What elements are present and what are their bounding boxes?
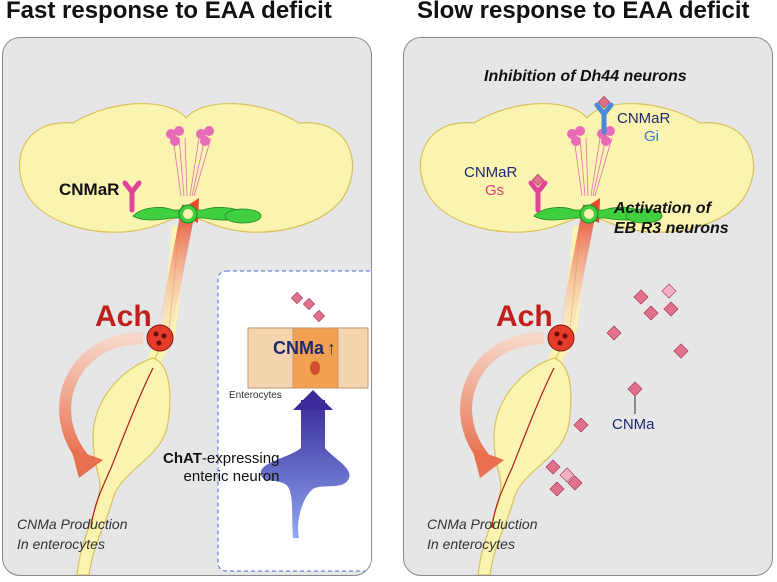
enteric-ganglion [146, 324, 174, 352]
gut-shape [477, 357, 572, 575]
gut-shape [76, 357, 171, 575]
left-panel-title: Fast response to EAA deficit [6, 0, 332, 24]
ach-curve-arrow [59, 332, 144, 462]
inset-cnma-label: CNMa↑ [273, 338, 336, 359]
right-production-line1: CNMa Production [427, 516, 538, 532]
receptor-y-icon [122, 180, 142, 213]
enteric-neuron-shape [260, 400, 350, 538]
cnma-label: CNMa [612, 416, 655, 433]
left-ach-label: Ach [95, 300, 152, 333]
increase-arrow-icon: ↑ [327, 338, 337, 358]
receptor-gi-icon [594, 102, 614, 135]
enteric-neuron-label-line2: enteric neuron [183, 468, 280, 485]
ellipsoid-body [132, 207, 262, 224]
right-panel-illustration [419, 95, 755, 575]
enteric-ganglion [547, 324, 575, 352]
gs-label: Gs [485, 182, 505, 199]
right-ach-label: Ach [496, 300, 553, 333]
chat-label: ChAT [163, 450, 202, 467]
right-panel-title: Slow response to EAA deficit [417, 0, 750, 24]
cnma-particles-inset [290, 291, 326, 323]
inset-cnma-text: CNMa [273, 338, 325, 358]
activation-label-line2: EB R3 neurons [614, 220, 729, 237]
enterocytes-label: Enterocytes [229, 390, 282, 401]
pink-neurons [172, 137, 212, 197]
left-panel: CNMaR Ach CNMa↑ Enterocytes ChAT-express… [2, 37, 372, 576]
cnma-particles [545, 283, 689, 497]
ach-up-arrow [559, 204, 597, 332]
enterocyte-cells [247, 327, 369, 389]
pink-neurons [573, 137, 613, 197]
receptor-gi-label: CNMaR [617, 110, 671, 127]
left-receptor-label: CNMaR [59, 180, 120, 199]
receptor-gs-label: CNMaR [464, 164, 518, 181]
activation-label-line1: Activation of [614, 200, 711, 217]
ach-curve-arrow [460, 332, 545, 462]
chat-label-suffix: -expressing [201, 450, 280, 467]
left-production-line1: CNMa Production [17, 516, 128, 532]
right-production-line2: In enterocytes [427, 536, 515, 552]
left-panel-illustration [18, 103, 371, 575]
receptor-gs-icon [528, 180, 548, 213]
right-panel: Inhibition of Dh44 neurons CNMaR Gi CNMa… [403, 37, 773, 576]
gi-label: Gi [644, 128, 659, 145]
left-production-line2: In enterocytes [17, 536, 105, 552]
inhibition-label: Inhibition of Dh44 neurons [484, 68, 687, 85]
ach-up-arrow [158, 204, 196, 332]
enteric-neuron-label: ChAT-expressing enteric neuron [163, 450, 279, 486]
